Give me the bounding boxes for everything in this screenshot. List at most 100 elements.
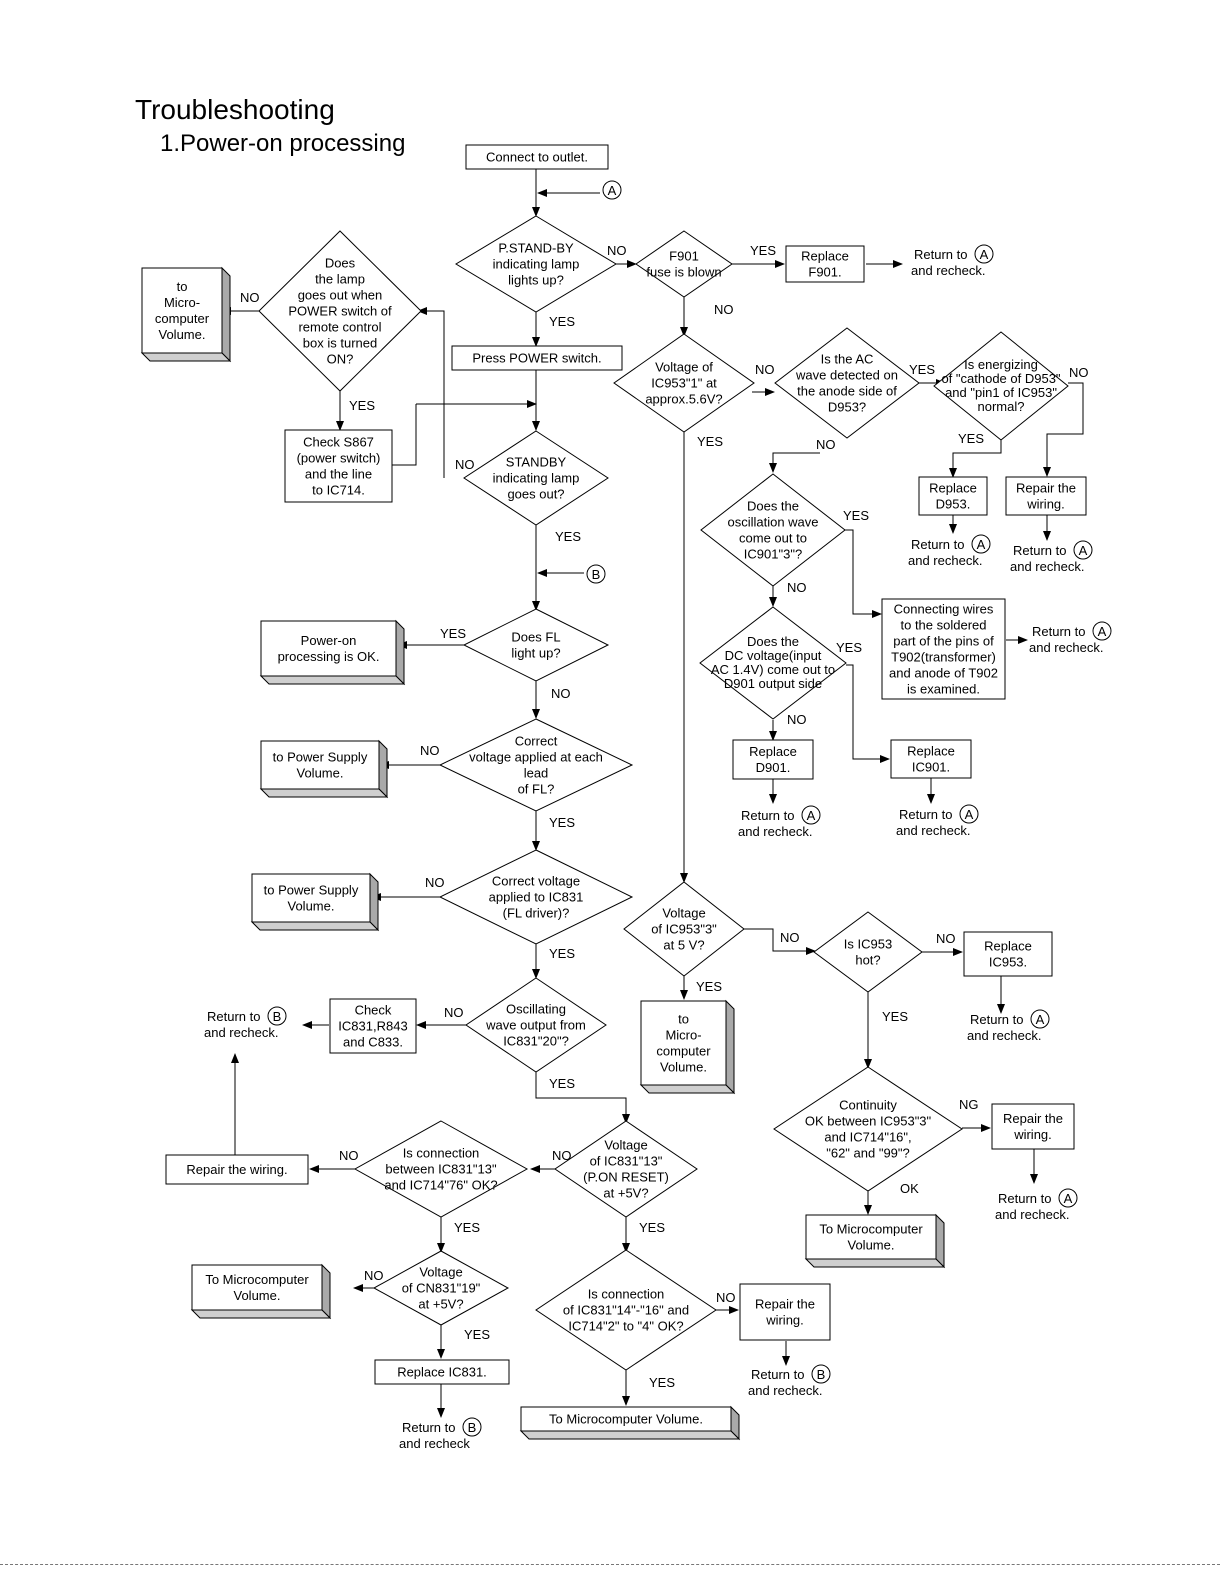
connector-letter: A (608, 183, 617, 198)
connector-circle (462, 1417, 482, 1437)
d-pstandby-line: P.STAND-BY (498, 241, 574, 256)
decision-outline (635, 230, 733, 298)
return-label: Return to (741, 808, 794, 823)
return-connector-b: B (811, 1364, 831, 1384)
b-repair-wiring-2-line: wiring. (1013, 1127, 1052, 1142)
b-connecting-wires-line: and anode of T902 (889, 666, 998, 681)
box-face (251, 873, 371, 923)
return-connector-a: A (1058, 1188, 1078, 1208)
d-fl-voltage-line: of FL? (518, 782, 555, 797)
decision-outline (258, 230, 422, 392)
box-bottom-shade (259, 675, 406, 685)
b-repair-wiring-1-outline (1005, 476, 1087, 516)
d-fl-voltage-line: lead (524, 766, 549, 781)
box-face (141, 267, 223, 354)
d-lamp-out-line: POWER switch of (288, 304, 392, 319)
flow-line (743, 928, 816, 955)
b-connecting-wires-line: T902(transformer) (891, 650, 996, 665)
return-label: Return to (1032, 624, 1085, 639)
b-repair-wiring-3-line: Repair the wiring. (186, 1162, 287, 1177)
b-connecting-wires-line: Connecting wires (894, 602, 994, 617)
return-connector-a: A (1092, 621, 1112, 641)
flow-line (949, 436, 1002, 478)
connector-circle (971, 534, 991, 554)
decision-outline (613, 333, 755, 433)
d-continuity-line: and IC714"16", (824, 1130, 911, 1145)
d-lamp-out-line: box is turned (303, 336, 377, 351)
branch-label: YES (555, 529, 581, 544)
d-ic953-1-line: approx.5.6V? (645, 392, 722, 407)
b-repair-wiring-2-line: Repair the (1003, 1111, 1063, 1126)
return-connector-b: B (462, 1417, 482, 1437)
branch-label: NG (959, 1097, 979, 1112)
d-pstandby-line: indicating lamp (493, 257, 580, 272)
connector-letter: A (977, 537, 986, 552)
b-replace-d953-outline (918, 476, 988, 516)
flow-line (417, 307, 445, 478)
b-check-s867-line: Check S867 (303, 435, 374, 450)
b-check-ic831-line: Check (355, 1003, 392, 1018)
s-power-supply-2-line: to Power Supply (264, 883, 359, 898)
d-ic953-1-line: IC953"1" at (651, 376, 717, 391)
b-check-ic831-line: and C833. (343, 1035, 403, 1050)
return-label: Return to (402, 1420, 455, 1435)
s-micro5-line: To Microcomputer Volume. (549, 1412, 703, 1427)
branch-label: NO (240, 290, 260, 305)
decision-outline (700, 473, 846, 587)
d-ic953-3-line: at 5 V? (663, 938, 704, 953)
recheck-label: and recheck. (1029, 640, 1103, 655)
s-power-supply-1-line: Volume. (297, 766, 344, 781)
branch-label: YES (464, 1327, 490, 1342)
d-continuity-line: Continuity (839, 1098, 897, 1113)
return-label: Return to (751, 1367, 804, 1382)
page-bottom-rule (0, 1564, 1220, 1565)
box-bottom-shade (639, 1084, 736, 1094)
box-face (805, 1214, 937, 1260)
d-osc-wave-line: Does the (747, 499, 799, 514)
decision-outline (353, 1120, 529, 1218)
b-connecting-wires-line: is examined. (907, 682, 980, 697)
connector-letter: B (468, 1420, 477, 1435)
b-replace-ic831-box: Replace IC831. (374, 1359, 510, 1385)
branch-label: YES (549, 815, 575, 830)
connector-letter: A (1079, 543, 1088, 558)
return-connector-a: A (971, 534, 991, 554)
s-power-ok-line: Power-on (301, 633, 357, 648)
branch-label: NO (455, 457, 475, 472)
s-micro4-line: Volume. (234, 1288, 281, 1303)
connector-circle (1073, 540, 1093, 560)
decision-outline (554, 1120, 698, 1218)
d-lamp-out-line: remote control (298, 320, 381, 335)
decision-outline (463, 430, 609, 526)
return-label: Return to (899, 807, 952, 822)
d-continuity-line: "62" and "99"? (826, 1146, 910, 1161)
d-energizing-line: and "pin1 of IC953" (945, 385, 1057, 400)
box-bottom-shade (250, 921, 380, 931)
b-repair-wiring-4-outline (739, 1283, 831, 1341)
recheck-label: and recheck. (911, 263, 985, 278)
s-micro1-line: Micro- (164, 295, 200, 310)
box-bottom-shade (190, 1309, 332, 1319)
d-conn-ic831-14-line: of IC831"14"-"16" and (563, 1303, 689, 1318)
d-fl-voltage-line: Correct (515, 734, 558, 749)
b-check-ic831-outline (329, 998, 417, 1054)
connector-circle (974, 244, 994, 264)
return-connector-a: A (1030, 1009, 1050, 1029)
decision-outline (813, 911, 923, 993)
connector-letter: A (1036, 1012, 1045, 1027)
d-conn-ic831-13-line: Is connection (403, 1146, 480, 1161)
return-connector-b: B (267, 1006, 287, 1026)
box-bottom-shade (804, 1258, 946, 1268)
